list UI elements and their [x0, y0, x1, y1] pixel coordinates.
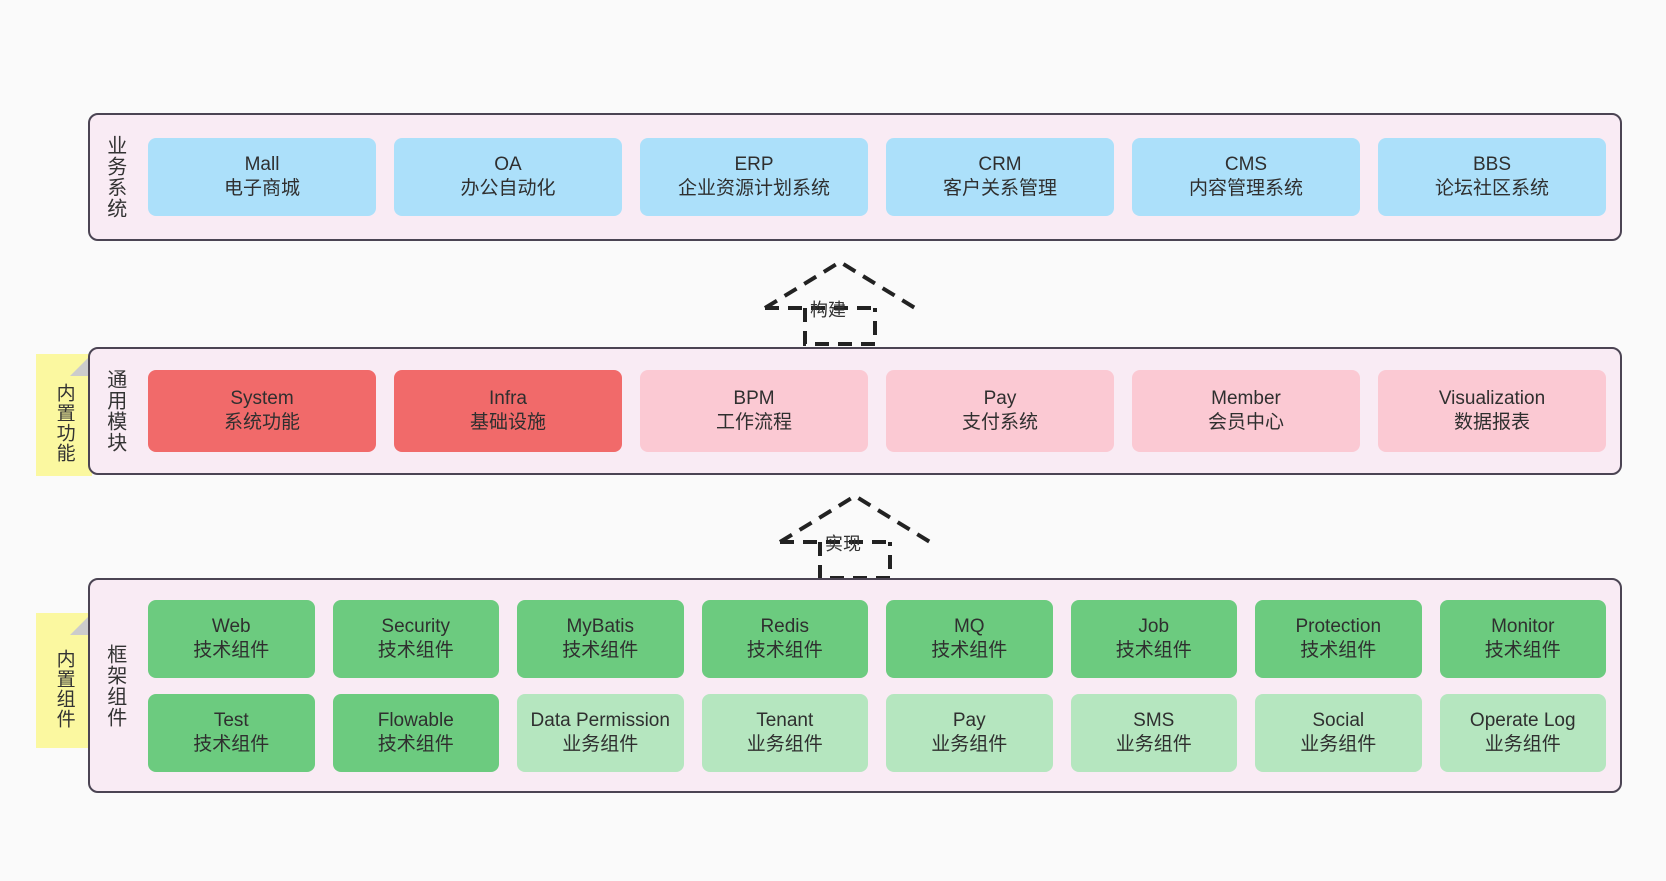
card-cms[interactable]: CMS 内容管理系统: [1132, 138, 1360, 216]
card-pay-module[interactable]: Pay 支付系统: [886, 370, 1114, 452]
card-bbs[interactable]: BBS 论坛社区系统: [1378, 138, 1606, 216]
layer-common-module[interactable]: 通用模块 System 系统功能 Infra 基础设施 BPM 工作流程 Pay: [88, 347, 1622, 475]
layer-framework-component[interactable]: 框架组件 Web 技术组件 Security 技术组件 MyBatis 技术组件…: [88, 578, 1622, 793]
layer-title-business: 业务系统: [103, 135, 126, 219]
card-redis[interactable]: Redis 技术组件: [701, 599, 868, 678]
card-mq[interactable]: MQ 技术组件: [886, 599, 1053, 678]
arrow-implement-label: 实现: [825, 534, 861, 554]
module-card-row: System 系统功能 Infra 基础设施 BPM 工作流程 Pay 支付系统…: [148, 370, 1606, 452]
arrow-build-label: 构建: [810, 300, 846, 320]
card-bpm[interactable]: BPM 工作流程: [640, 370, 868, 452]
card-test[interactable]: Test 技术组件: [148, 693, 315, 772]
card-security[interactable]: Security 技术组件: [332, 599, 499, 678]
card-erp[interactable]: ERP 企业资源计划系统: [640, 138, 868, 216]
card-system[interactable]: System 系统功能: [148, 370, 376, 452]
card-member[interactable]: Member 会员中心: [1132, 370, 1360, 452]
card-tenant[interactable]: Tenant 业务组件: [701, 693, 868, 772]
layer-title-framework: 框架组件: [103, 643, 126, 728]
sticky-tab-builtin-function[interactable]: 内置功能: [36, 354, 92, 476]
arrow-build-glyph: [763, 259, 917, 346]
card-visualization[interactable]: Visualization 数据报表: [1378, 370, 1606, 452]
arrow-build: 构建: [755, 258, 925, 346]
layer-business-system[interactable]: 业务系统 Mall 电子商城 OA 办公自动化 ERP 企业资源计划系统 CRM: [88, 113, 1622, 241]
layer-body-business: Mall 电子商城 OA 办公自动化 ERP 企业资源计划系统 CRM 客户关系…: [134, 115, 1620, 239]
card-oa[interactable]: OA 办公自动化: [394, 138, 622, 216]
layer-body-module: System 系统功能 Infra 基础设施 BPM 工作流程 Pay 支付系统…: [134, 349, 1620, 473]
card-operate-log[interactable]: Operate Log 业务组件: [1439, 693, 1606, 772]
card-mybatis[interactable]: MyBatis 技术组件: [517, 599, 684, 678]
card-flowable[interactable]: Flowable 技术组件: [332, 693, 499, 772]
arrow-implement: 实现: [770, 492, 940, 580]
card-web[interactable]: Web 技术组件: [148, 599, 315, 678]
card-pay-component[interactable]: Pay 业务组件: [886, 693, 1053, 772]
card-social[interactable]: Social 业务组件: [1255, 693, 1422, 772]
card-sms[interactable]: SMS 业务组件: [1070, 693, 1237, 772]
framework-card-row-technical: Web 技术组件 Security 技术组件 MyBatis 技术组件 Redi…: [148, 599, 1606, 678]
card-protection[interactable]: Protection 技术组件: [1255, 599, 1422, 678]
card-monitor[interactable]: Monitor 技术组件: [1439, 599, 1606, 678]
card-mall[interactable]: Mall 电子商城: [148, 138, 376, 216]
card-data-permission[interactable]: Data Permission 业务组件: [517, 693, 684, 772]
layer-title-module: 通用模块: [103, 369, 126, 453]
business-card-row: Mall 电子商城 OA 办公自动化 ERP 企业资源计划系统 CRM 客户关系…: [148, 138, 1606, 216]
sticky-tab-builtin-component[interactable]: 内置组件: [36, 613, 92, 748]
card-crm[interactable]: CRM 客户关系管理: [886, 138, 1114, 216]
card-infra[interactable]: Infra 基础设施: [394, 370, 622, 452]
framework-card-row-business: Test 技术组件 Flowable 技术组件 Data Permission …: [148, 693, 1606, 772]
card-job[interactable]: Job 技术组件: [1070, 599, 1237, 678]
layer-body-framework: Web 技术组件 Security 技术组件 MyBatis 技术组件 Redi…: [134, 580, 1620, 791]
